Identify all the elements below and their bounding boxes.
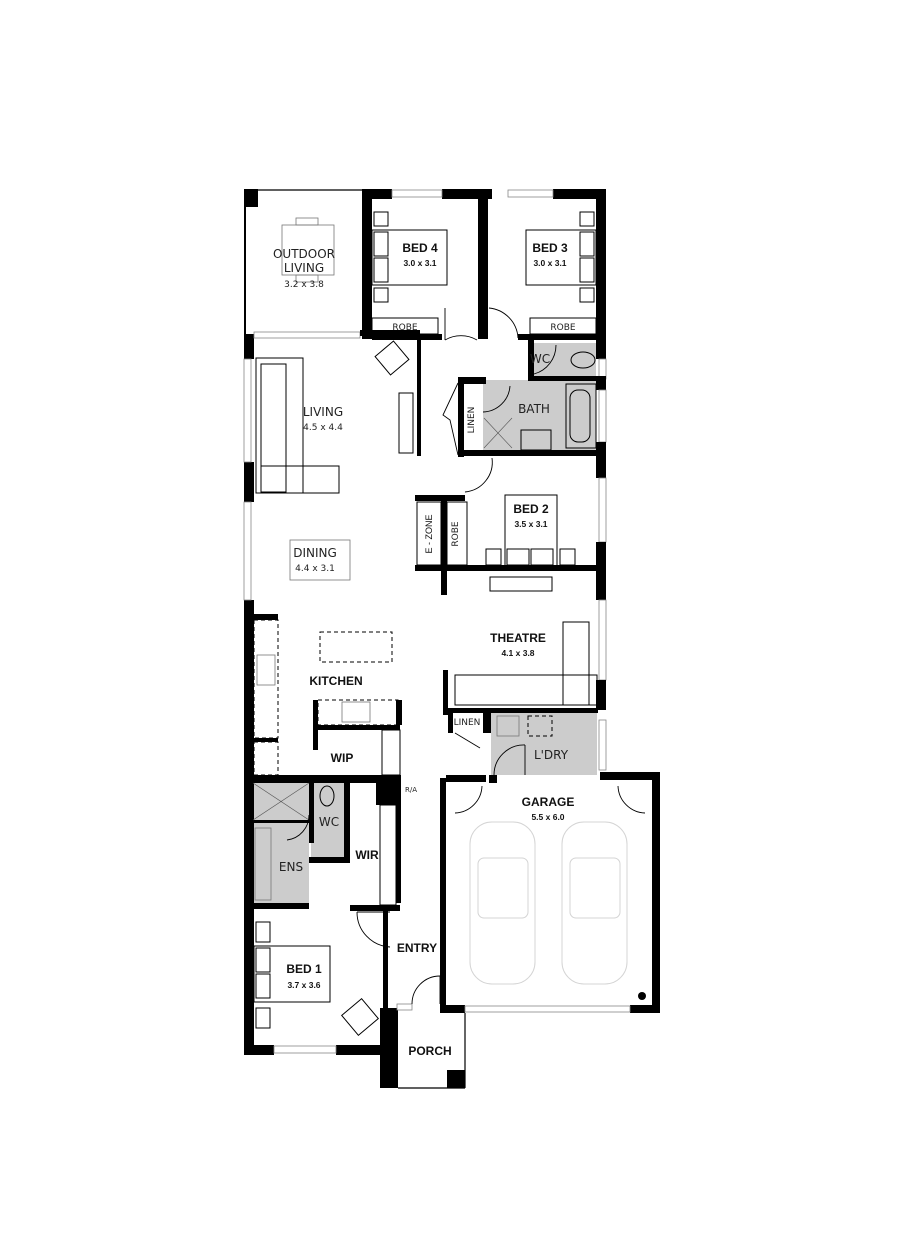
walls [243, 189, 660, 1089]
room-label-laundry: L'DRY [534, 748, 569, 762]
room-label-robe-bed3: ROBE [550, 323, 576, 333]
room-label-entry: ENTRY [397, 941, 437, 955]
room-label-bath: BATH [518, 402, 550, 416]
room-label-e-zone: E - ZONE [424, 514, 434, 553]
room-label-wip: WIP [331, 751, 354, 765]
room-label-linen-upper: LINEN [467, 407, 477, 434]
room-dims-theatre: 4.1 x 3.8 [501, 648, 534, 658]
room-label-bed3: BED 3 [532, 241, 568, 255]
room-label-ens: ENS [279, 860, 303, 874]
room-dims-living: 4.5 x 4.4 [303, 423, 343, 433]
room-label-outdoor-2: LIVING [284, 261, 324, 275]
room-label-linen-lower: LINEN [454, 718, 481, 728]
room-label-wir: WIR [355, 848, 379, 862]
room-label-garage: GARAGE [522, 795, 575, 809]
room-dims-bed1: 3.7 x 3.6 [287, 980, 320, 990]
room-label-robe-bed2: ROBE [451, 521, 461, 547]
room-label-bed1: BED 1 [286, 962, 322, 976]
furniture [253, 211, 598, 1037]
room-dims-bed4: 3.0 x 3.1 [403, 258, 436, 268]
ra-annotation: R/A [405, 786, 417, 794]
room-label-dining: DINING [293, 546, 337, 560]
hws-symbol-icon [638, 992, 646, 1000]
room-label-wc-upper: WC [530, 352, 550, 366]
room-label-porch: PORCH [408, 1044, 451, 1058]
wet-areas [253, 343, 597, 905]
room-label-outdoor-1: OUTDOOR [273, 247, 335, 261]
room-dims-outdoor: 3.2 x 3.8 [284, 280, 324, 290]
room-label-bed2: BED 2 [513, 502, 549, 516]
garage-cars [469, 821, 628, 985]
room-label-kitchen: KITCHEN [309, 674, 362, 688]
room-label-living: LIVING [303, 405, 343, 419]
room-dims-bed2: 3.5 x 3.1 [514, 519, 547, 529]
room-labels: OUTDOOR LIVING 3.2 x 3.8 BED 4 3.0 x 3.1… [273, 241, 646, 1058]
room-label-bed4: BED 4 [402, 241, 438, 255]
room-dims-bed3: 3.0 x 3.1 [533, 258, 566, 268]
doors [286, 307, 646, 1005]
room-label-theatre: THEATRE [490, 631, 546, 645]
room-label-robe-bed4: ROBE [392, 323, 418, 333]
room-dims-dining: 4.4 x 3.1 [295, 564, 335, 574]
room-label-wc-ens: WC [319, 815, 339, 829]
room-dims-garage: 5.5 x 6.0 [531, 812, 564, 822]
